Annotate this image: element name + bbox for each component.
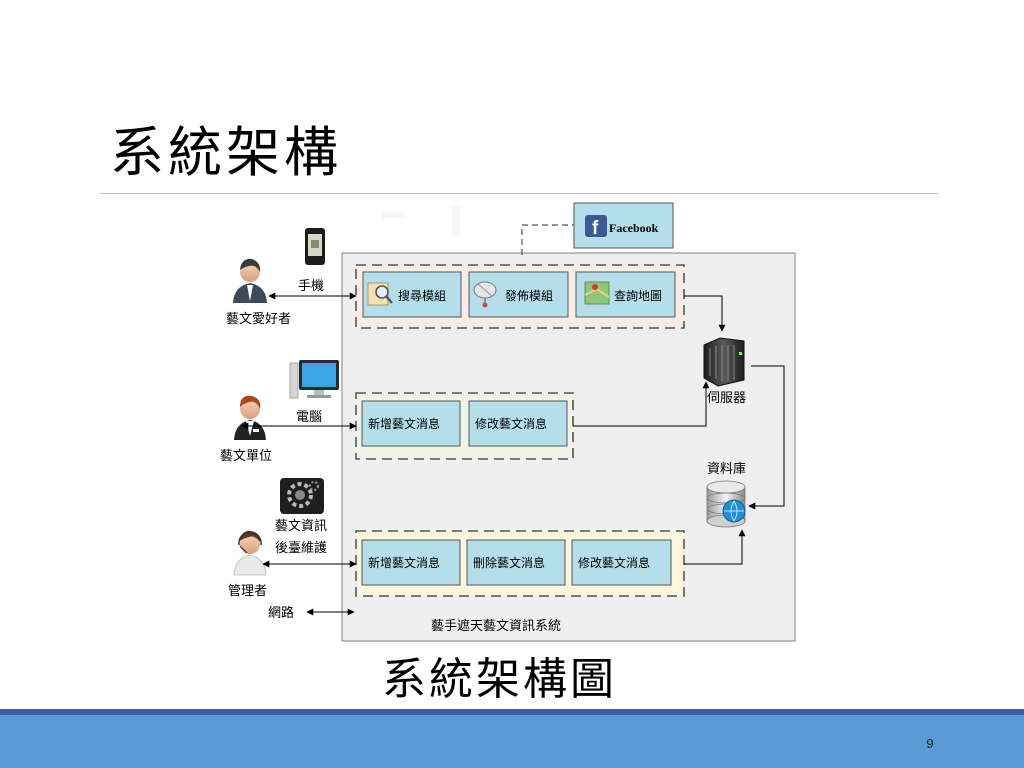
footer-bar [0, 715, 1024, 768]
enthusiast-label: 藝文愛好者 [226, 312, 291, 327]
footer-accent-line [0, 709, 1024, 715]
diagram-caption: 系統架構圖 [382, 654, 617, 705]
search-module-button[interactable]: 搜尋模組 [362, 271, 462, 318]
server-to-db-arrow [748, 365, 785, 510]
module-label: 新增藝文消息 [368, 555, 440, 570]
title-divider [100, 193, 938, 194]
module-label: 修改藝文消息 [578, 555, 650, 570]
database-icon [706, 480, 746, 528]
satellite-icon [473, 281, 497, 308]
system-name-label: 藝手遮天藝文資訊系統 [431, 618, 561, 634]
computer-label: 電腦 [296, 410, 322, 425]
admin-add-news-button[interactable]: 新增藝文消息 [361, 539, 461, 586]
organization-label: 藝文單位 [220, 449, 272, 464]
svg-text:f: f [592, 218, 599, 239]
gear-panel-icon [280, 478, 324, 514]
group1-to-server-arrow [684, 295, 726, 332]
facebook-link [521, 224, 574, 255]
network-legend-label: 網路 [268, 605, 294, 621]
server-label: 伺服器 [707, 391, 746, 406]
map-query-button[interactable]: 查詢地圖 [575, 271, 676, 318]
map-icon [584, 281, 610, 305]
module-label: 發佈模組 [505, 288, 553, 303]
group2-to-server-arrow [573, 381, 710, 427]
add-news-button[interactable]: 新增藝文消息 [361, 400, 461, 447]
user-icon [233, 530, 267, 576]
database-label: 資料庫 [707, 462, 746, 477]
watermark-shapes [382, 206, 460, 236]
user-icon [233, 258, 267, 303]
admin-edit-news-button[interactable]: 修改藝文消息 [571, 539, 672, 586]
backend-label-line1: 藝文資訊 [275, 519, 327, 534]
admin-delete-news-button[interactable]: 刪除藝文消息 [466, 539, 566, 586]
module-label: 搜尋模組 [398, 288, 446, 303]
magnifier-icon [367, 282, 393, 306]
facebook-icon: f [585, 215, 607, 239]
server-icon [703, 337, 745, 387]
phone-label: 手機 [298, 279, 324, 294]
module-label: 查詢地圖 [614, 288, 662, 303]
module-label: 刪除藝文消息 [473, 555, 545, 570]
facebook-badge[interactable]: f Facebook [573, 202, 674, 249]
facebook-label: Facebook [609, 221, 659, 235]
edit-news-button[interactable]: 修改藝文消息 [468, 400, 568, 447]
page-number: 9 [926, 736, 934, 751]
phone-icon [305, 228, 325, 265]
group3-to-db-arrow [684, 529, 746, 565]
backend-label-line2: 後臺維護 [275, 540, 327, 556]
user-icon [234, 395, 266, 440]
computer-icon [289, 360, 339, 399]
module-label: 修改藝文消息 [475, 416, 547, 431]
slide-title: 系統架構 [110, 121, 342, 184]
module-label: 新增藝文消息 [368, 416, 440, 431]
publish-module-button[interactable]: 發佈模組 [468, 271, 569, 318]
administrator-label: 管理者 [228, 584, 267, 599]
